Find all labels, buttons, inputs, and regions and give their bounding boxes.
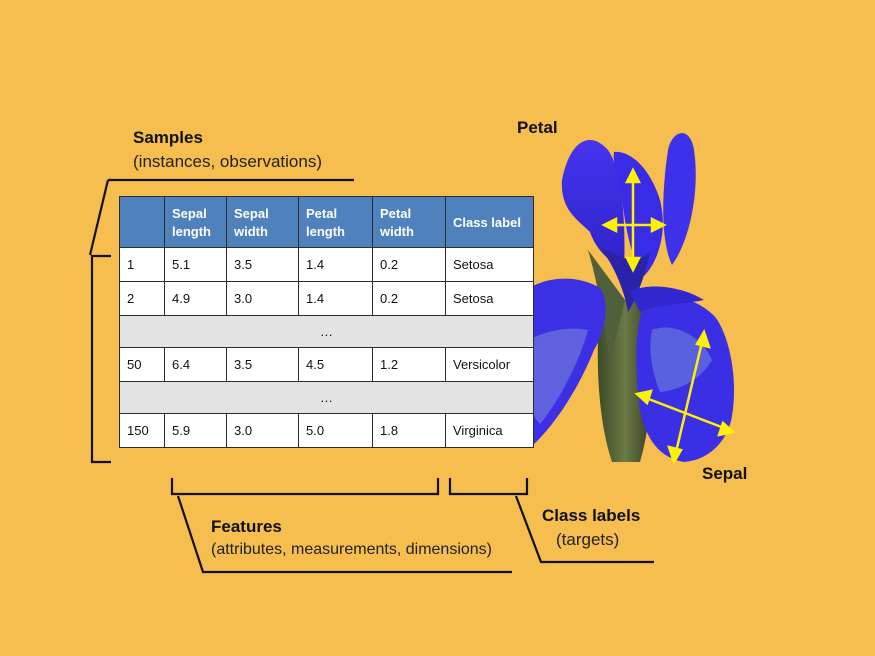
- table-cell: Versicolor: [445, 347, 534, 382]
- table-cell: Setosa: [445, 281, 534, 316]
- ellipsis-cell: …: [119, 315, 534, 348]
- table-row: 2 4.9 3.0 1.4 0.2 Setosa: [119, 281, 534, 316]
- upper-petal-right: [663, 133, 696, 265]
- table-cell: 1.4: [298, 281, 373, 316]
- table-cell: 2: [119, 281, 165, 316]
- iris-data-table: Sepal length Sepal width Petal length Pe…: [119, 196, 534, 448]
- table-cell: 6.4: [164, 347, 227, 382]
- fall-petal-left-veins: [525, 328, 588, 424]
- fall-petal-right-top: [630, 286, 704, 312]
- table-cell: 3.5: [226, 347, 299, 382]
- table-cell: 0.2: [372, 281, 446, 316]
- table-cell: 3.5: [226, 247, 299, 282]
- table-row: 50 6.4 3.5 4.5 1.2 Versicolor: [119, 347, 534, 382]
- table-cell: 4.9: [164, 281, 227, 316]
- header-cell-petal-length: Petal length: [298, 196, 373, 248]
- table-cell: 5.9: [164, 413, 227, 448]
- ellipsis-cell: …: [119, 381, 534, 414]
- table-cell: 1.8: [372, 413, 446, 448]
- table-cell: 3.0: [226, 413, 299, 448]
- table-cell: Setosa: [445, 247, 534, 282]
- header-cell-petal-width: Petal width: [372, 196, 446, 248]
- sepal-measure-arrows: [634, 328, 736, 466]
- table-cell: 1: [119, 247, 165, 282]
- table-row: 150 5.9 3.0 5.0 1.8 Virginica: [119, 413, 534, 448]
- petal-label: Petal: [517, 118, 558, 137]
- table-cell: 1.2: [372, 347, 446, 382]
- table-header-row: Sepal length Sepal width Petal length Pe…: [119, 196, 534, 248]
- upper-petal-left: [561, 140, 625, 270]
- table-cell: Virginica: [445, 413, 534, 448]
- table-cell: 50: [119, 347, 165, 382]
- table-cell: 5.0: [298, 413, 373, 448]
- petal-measure-arrows: [601, 167, 667, 273]
- table-cell: 5.1: [164, 247, 227, 282]
- ellipsis-row: …: [119, 381, 534, 414]
- table-cell: 0.2: [372, 247, 446, 282]
- style-arm: [600, 248, 650, 312]
- header-cell-index: [119, 196, 165, 248]
- table-cell: 4.5: [298, 347, 373, 382]
- header-cell-class-label: Class label: [445, 196, 534, 248]
- bract-left: [588, 250, 625, 360]
- samples-subtitle: (instances, observations): [133, 152, 322, 171]
- header-cell-sepal-width: Sepal width: [226, 196, 299, 248]
- samples-title: Samples: [133, 128, 203, 147]
- ellipsis-row: …: [119, 315, 534, 348]
- header-cell-sepal-length: Sepal length: [164, 196, 227, 248]
- table-cell: 3.0: [226, 281, 299, 316]
- table-row: 1 5.1 3.5 1.4 0.2 Setosa: [119, 247, 534, 282]
- sepal-label: Sepal: [702, 464, 748, 483]
- table-cell: 1.4: [298, 247, 373, 282]
- table-cell: 150: [119, 413, 165, 448]
